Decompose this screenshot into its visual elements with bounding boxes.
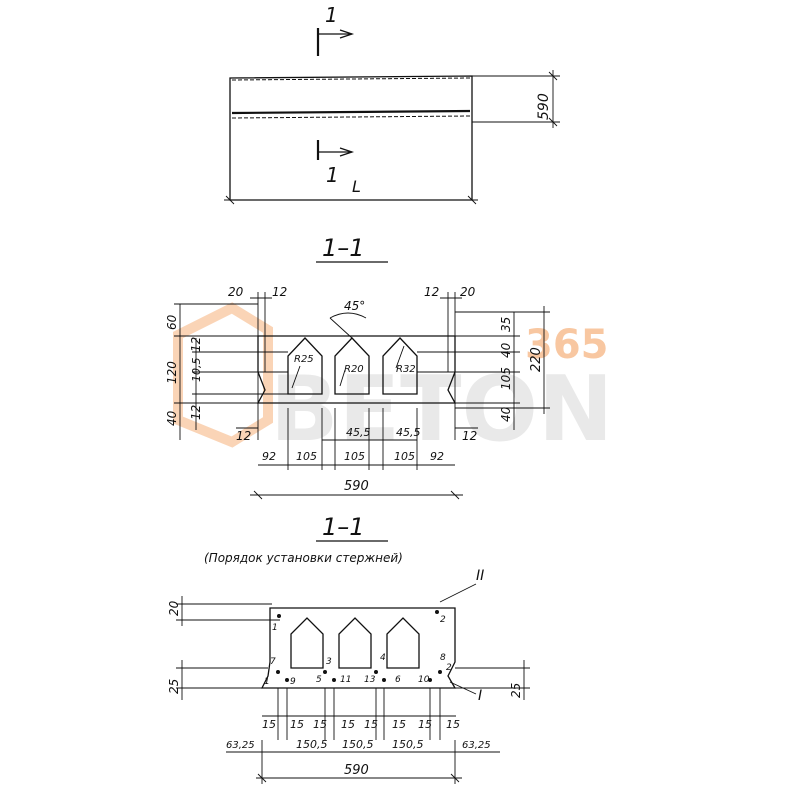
bar-number: 6 (395, 675, 401, 685)
roman-top: II (476, 568, 484, 584)
dim-b-15: 15 (290, 718, 304, 731)
dim-a-angle: 45° (344, 299, 365, 313)
dim-a-left-10-5: 10,5 (190, 358, 203, 383)
dim-a-top-left-12: 12 (272, 285, 287, 299)
bar-number: 10 (418, 675, 430, 685)
section-a-void-1 (287, 337, 323, 395)
dim-b-15: 15 (418, 718, 432, 731)
dim-b-15: 15 (262, 718, 276, 731)
dim-a-bottom-92a: 92 (262, 450, 276, 463)
bar-number: 9 (290, 677, 296, 687)
dim-b-left-20: 20 (167, 600, 181, 616)
bar-number: 5 (316, 675, 322, 685)
dim-a-bottom-92b: 92 (430, 450, 444, 463)
bar-number: 1 (272, 623, 278, 633)
dim-b-spacing-1: 150,5 (296, 738, 328, 751)
section-a-void-2 (334, 337, 370, 395)
bar-number: 2 (446, 663, 452, 673)
section-b-void-1 (290, 617, 324, 669)
dim-a-top-left-20: 20 (228, 285, 244, 299)
dim-b-15-group (262, 688, 456, 740)
section-b-subtitle: (Порядок установки стержней) (204, 551, 403, 565)
bar-number: 2 (440, 615, 446, 625)
bar-number: 1 (264, 677, 270, 687)
dim-a-left-12b: 12 (189, 405, 203, 420)
dim-b-edge-right: 63,25 (462, 740, 491, 751)
watermark-number: 365 (525, 322, 609, 368)
bar-number: 8 (440, 653, 446, 663)
radius-r25: R25 (294, 354, 314, 365)
dim-b-left-25: 25 (167, 679, 181, 694)
section-a: 1–1 20 12 12 20 45° 60 120 12 10,5 (165, 234, 550, 500)
bar-number: 4 (380, 653, 386, 663)
bar-number: 7 (270, 657, 276, 667)
section-a-title: 1–1 (322, 234, 365, 262)
dim-b-15: 15 (341, 718, 355, 731)
dim-b-15: 15 (313, 718, 327, 731)
dim-a-top-right-12: 12 (424, 285, 439, 299)
dim-b-total: 590 (344, 763, 369, 778)
dim-a-top-right-20: 20 (460, 285, 476, 299)
dim-a-left-60: 60 (165, 314, 179, 330)
dim-a-bottom-105c: 105 (394, 450, 415, 463)
section-b-void-3 (386, 617, 420, 669)
dim-a-right-105: 105 (499, 367, 513, 390)
dim-a-left-12c: 12 (236, 429, 251, 443)
section-mark-top: 1 (325, 3, 338, 27)
radius-r20: R20 (344, 364, 364, 375)
plan-width-label: 590 (536, 93, 552, 120)
dim-b-15: 15 (446, 718, 460, 731)
dim-b-spacing-3: 150,5 (392, 738, 424, 751)
radius-r32: R32 (396, 364, 416, 375)
dim-a-bottom-105a: 105 (296, 450, 317, 463)
dim-a-right-12: 12 (462, 429, 477, 443)
watermark: BETON 365 (173, 302, 613, 462)
section-b-void-2 (338, 617, 372, 669)
dim-a-bottom-total: 590 (344, 479, 369, 494)
bar-number: 3 (326, 657, 332, 667)
plan-length-label: L (352, 177, 361, 196)
bar-number: 13 (364, 675, 376, 685)
dim-a-right-220: 220 (529, 347, 544, 372)
dim-a-bottom-45-5b: 45,5 (396, 426, 421, 439)
bar-number: 11 (340, 675, 351, 685)
watermark-brand: BETON (270, 357, 613, 462)
dim-a-left-120: 120 (165, 361, 179, 384)
plan-view: 1 1 L 590 (224, 3, 560, 205)
dim-a-left-40: 40 (165, 410, 179, 426)
section-mark-bottom: 1 (326, 163, 339, 187)
dim-b-15: 15 (392, 718, 406, 731)
section-b-title: 1–1 (322, 513, 365, 541)
dim-a-bottom-45-5a: 45,5 (346, 426, 371, 439)
dim-a-bottom-105b: 105 (344, 450, 365, 463)
dim-b-spacing-2: 150,5 (342, 738, 374, 751)
dim-b-right-25: 25 (509, 683, 523, 698)
dim-a-right-35: 35 (499, 317, 513, 332)
dim-b-15: 15 (364, 718, 378, 731)
watermark-logo-hexagon (173, 302, 273, 448)
dim-a-right-40: 40 (499, 342, 513, 358)
dim-b-edge-left: 63,25 (226, 740, 255, 751)
bar-dots (276, 610, 442, 682)
roman-bottom: I (478, 688, 482, 704)
section-a-void-3 (382, 337, 418, 395)
dim-a-left-12a: 12 (189, 337, 203, 352)
section-b: 1–1 (Порядок установки стержней) II I 1 … (167, 513, 530, 784)
dim-a-right-40b: 40 (499, 406, 513, 422)
